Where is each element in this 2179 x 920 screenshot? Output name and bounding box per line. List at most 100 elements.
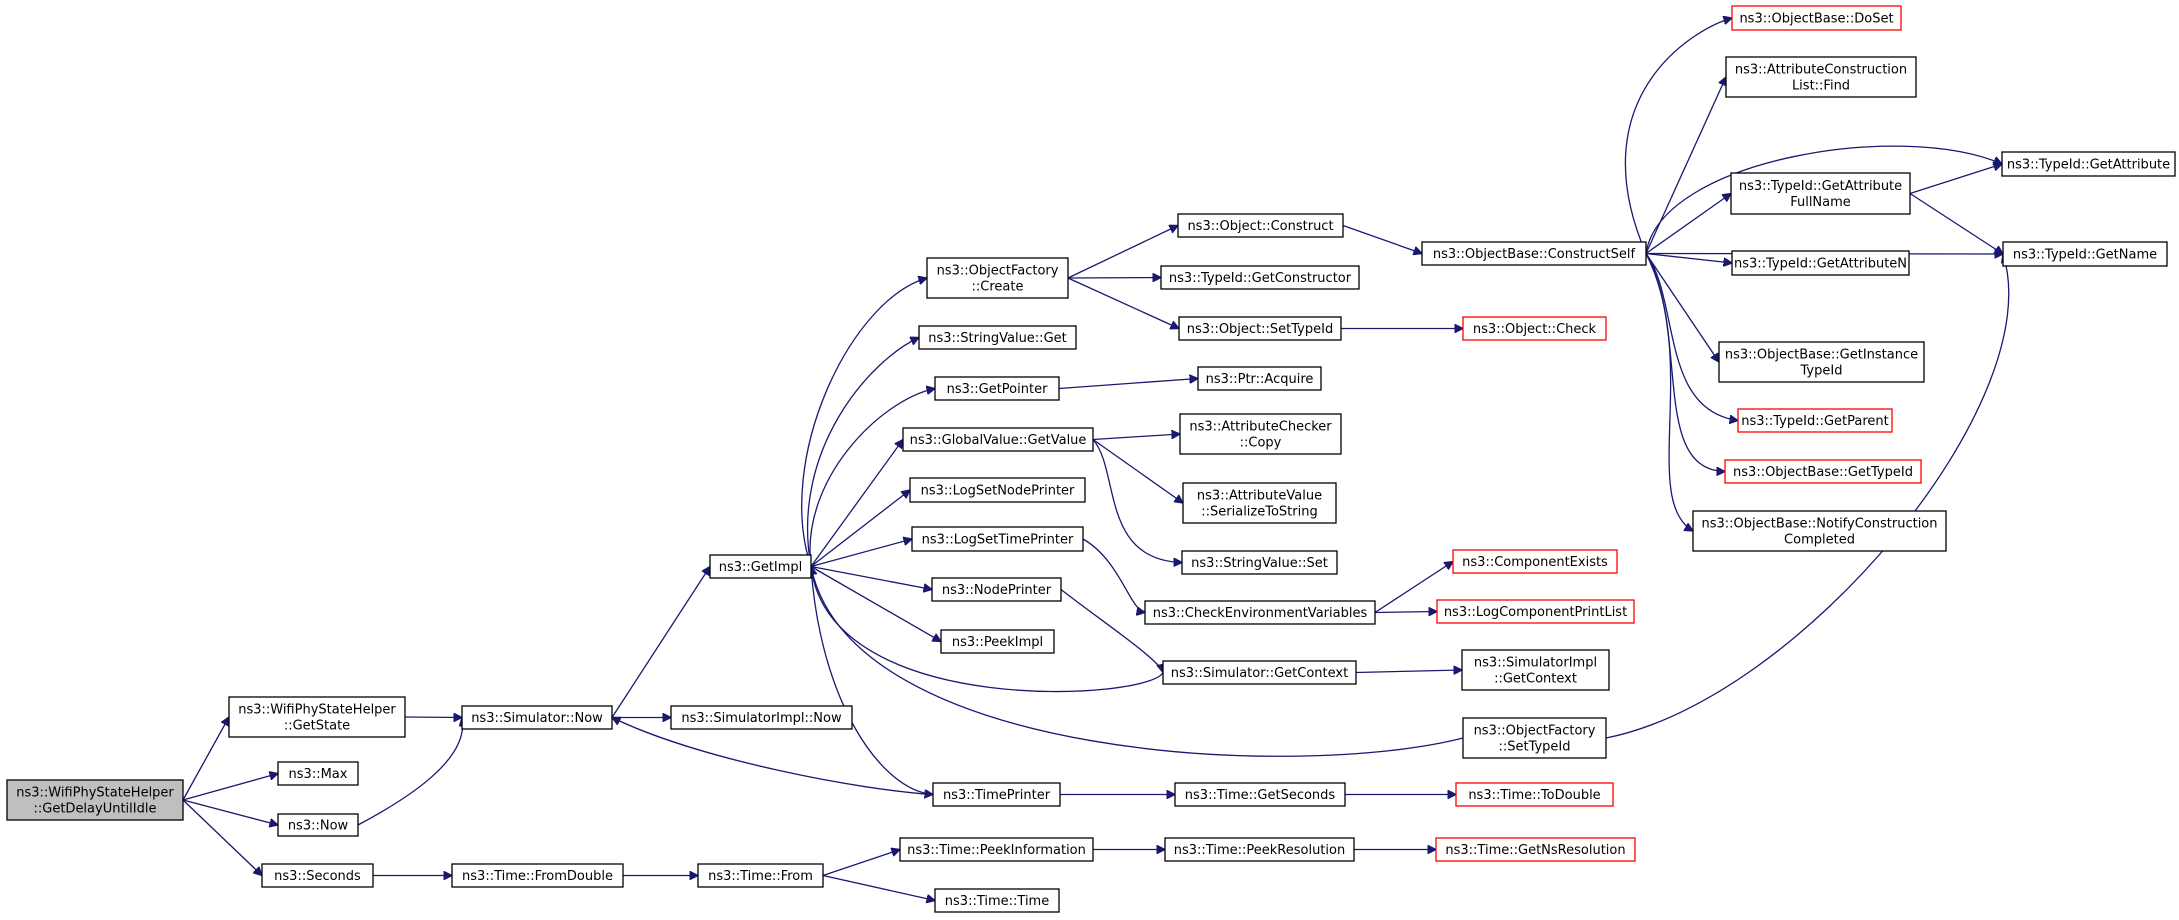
node-simgetctx[interactable]: ns3::Simulator::GetContext xyxy=(1162,660,1357,685)
node-tidgan[interactable]: ns3::TypeId::GetAttributeN xyxy=(1731,250,1910,276)
node-ofsettypeid[interactable]: ns3::ObjectFactory::SetTypeId xyxy=(1462,717,1607,759)
node-label: ns3::ObjectFactory xyxy=(937,264,1059,279)
node-label: ns3::Object::Check xyxy=(1473,322,1597,337)
node-gvgetvalue[interactable]: ns3::GlobalValue::GetValue xyxy=(902,427,1094,452)
node-label: ns3::Ptr::Acquire xyxy=(1206,372,1314,387)
node-label: ns3::AttributeValue xyxy=(1197,489,1322,504)
node-timefrom[interactable]: ns3::Time::From xyxy=(697,863,824,888)
node-obgettypeid[interactable]: ns3::ObjectBase::GetTypeId xyxy=(1724,459,1922,484)
node-box xyxy=(1737,408,1893,433)
node-label: ::Create xyxy=(972,280,1024,295)
node-max[interactable]: ns3::Max xyxy=(277,761,359,786)
node-peekimpl[interactable]: ns3::PeekImpl xyxy=(940,629,1055,654)
node-acopy[interactable]: ns3::AttributeChecker::Copy xyxy=(1179,413,1342,455)
edge-objconstruct-to-constructself xyxy=(1342,224,1422,254)
node-getstate[interactable]: ns3::WifiPhyStateHelper::GetState xyxy=(228,696,406,738)
node-tidgetctor[interactable]: ns3::TypeId::GetConstructor xyxy=(1160,265,1360,290)
node-getpointer[interactable]: ns3::GetPointer xyxy=(934,376,1060,401)
node-timeprinter[interactable]: ns3::TimePrinter xyxy=(932,782,1061,807)
node-box xyxy=(1462,316,1607,341)
node-obncc[interactable]: ns3::ObjectBase::NotifyConstructionCompl… xyxy=(1692,510,1947,552)
node-seconds[interactable]: ns3::Seconds xyxy=(261,863,374,888)
node-ptracquire[interactable]: ns3::Ptr::Acquire xyxy=(1197,366,1322,391)
node-lstp[interactable]: ns3::LogSetTimePrinter xyxy=(911,526,1084,552)
node-objcheck[interactable]: ns3::Object::Check xyxy=(1462,316,1607,341)
node-tidgetparent[interactable]: ns3::TypeId::GetParent xyxy=(1737,408,1893,433)
node-root[interactable]: ns3::WifiPhyStateHelper::GetDelayUntilId… xyxy=(6,779,184,821)
node-svset[interactable]: ns3::StringValue::Set xyxy=(1181,550,1338,575)
node-avser[interactable]: ns3::AttributeValue::SerializeToString xyxy=(1182,482,1337,524)
edge-getimpl-to-nodeprinter xyxy=(810,565,932,590)
edge-nodeprinter-to-simgetctx xyxy=(1060,588,1163,673)
node-lsnp[interactable]: ns3::LogSetNodePrinter xyxy=(909,477,1086,503)
node-doset[interactable]: ns3::ObjectBase::DoSet xyxy=(1731,5,1902,31)
node-label: ns3::ObjectBase::NotifyConstruction xyxy=(1702,517,1938,532)
node-label: ns3::Now xyxy=(288,819,349,834)
node-label: ns3::Time::ToDouble xyxy=(1468,788,1600,803)
node-peekres[interactable]: ns3::Time::PeekResolution xyxy=(1164,837,1355,862)
node-timetime[interactable]: ns3::Time::Time xyxy=(934,888,1060,913)
edge-checkenv-to-compexists xyxy=(1374,562,1453,614)
node-now[interactable]: ns3::Now xyxy=(277,813,359,837)
node-label: ns3::Simulator::Now xyxy=(471,711,603,726)
node-compexists[interactable]: ns3::ComponentExists xyxy=(1452,549,1618,574)
node-box xyxy=(1455,782,1614,807)
node-nodeprinter[interactable]: ns3::NodePrinter xyxy=(931,577,1062,602)
node-label: ns3::AttributeConstruction xyxy=(1735,63,1907,78)
node-label: ns3::TypeId::GetParent xyxy=(1741,414,1889,429)
edge-getimpl-to-lsnp xyxy=(810,490,910,568)
node-ofcreate[interactable]: ns3::ObjectFactory::Create xyxy=(926,257,1069,299)
node-objsettypeid[interactable]: ns3::Object::SetTypeId xyxy=(1178,316,1342,341)
node-constructself[interactable]: ns3::ObjectBase::ConstructSelf xyxy=(1421,241,1647,266)
edge-getimpl-to-lstp xyxy=(810,539,912,568)
node-box xyxy=(918,325,1077,350)
node-gettime_seconds[interactable]: ns3::Time::GetSeconds xyxy=(1174,782,1346,807)
node-label: ns3::TypeId::GetAttributeN xyxy=(1734,257,1907,272)
edge-constructself-to-obncc xyxy=(1645,253,1693,532)
node-objconstruct[interactable]: ns3::Object::Construct xyxy=(1177,213,1344,238)
node-label: ::SetTypeId xyxy=(1498,740,1570,755)
node-label: ns3::PeekImpl xyxy=(952,635,1043,650)
node-label: ns3::GetPointer xyxy=(947,382,1048,397)
node-label: ns3::WifiPhyStateHelper xyxy=(238,703,396,718)
node-label: ns3::SimulatorImpl xyxy=(1474,656,1597,671)
node-getnsres[interactable]: ns3::Time::GetNsResolution xyxy=(1435,837,1636,862)
edge-timefrom-to-timetime xyxy=(822,874,935,901)
node-svget[interactable]: ns3::StringValue::Get xyxy=(918,325,1077,350)
node-peekinfo[interactable]: ns3::Time::PeekInformation xyxy=(899,837,1094,862)
node-box xyxy=(1162,660,1357,685)
node-box xyxy=(2001,151,2176,177)
node-fromdouble[interactable]: ns3::Time::FromDouble xyxy=(451,863,624,888)
edge-constructself-to-tidgetattr xyxy=(1645,145,2002,254)
edge-getimpl-to-ofcreate xyxy=(801,278,927,567)
node-simimplnow[interactable]: ns3::SimulatorImpl::Now xyxy=(670,705,853,730)
node-simnow[interactable]: ns3::Simulator::Now xyxy=(461,705,613,730)
node-box xyxy=(931,577,1062,602)
node-getimpl[interactable]: ns3::GetImpl xyxy=(709,554,812,579)
node-checkenv[interactable]: ns3::CheckEnvironmentVariables xyxy=(1144,600,1376,625)
node-box xyxy=(1144,600,1376,625)
edge-ofcreate-to-tidgetctor xyxy=(1067,278,1161,279)
node-box xyxy=(1197,366,1322,391)
node-box xyxy=(461,705,613,730)
node-box xyxy=(1718,341,1925,383)
edge-getimpl-to-timeprinter xyxy=(810,566,933,795)
node-label: ns3::ObjectBase::DoSet xyxy=(1739,12,1893,27)
node-label: ::SerializeToString xyxy=(1201,505,1317,520)
node-label: ns3::ObjectFactory xyxy=(1474,724,1596,739)
node-todouble[interactable]: ns3::Time::ToDouble xyxy=(1455,782,1614,807)
node-tidgetattr[interactable]: ns3::TypeId::GetAttribute xyxy=(2001,151,2176,177)
edge-root-to-getstate xyxy=(182,717,229,801)
edge-getimpl-to-getpointer xyxy=(809,389,935,567)
edge-root-to-now xyxy=(182,799,278,825)
node-box xyxy=(1178,316,1342,341)
node-simimplgetctx[interactable]: ns3::SimulatorImpl::GetContext xyxy=(1461,649,1610,691)
node-box xyxy=(1461,649,1610,691)
node-tidgetname[interactable]: ns3::TypeId::GetName xyxy=(2002,241,2168,267)
node-label: ns3::LogComponentPrintList xyxy=(1444,605,1627,620)
node-logcpl[interactable]: ns3::LogComponentPrintList xyxy=(1436,599,1635,624)
